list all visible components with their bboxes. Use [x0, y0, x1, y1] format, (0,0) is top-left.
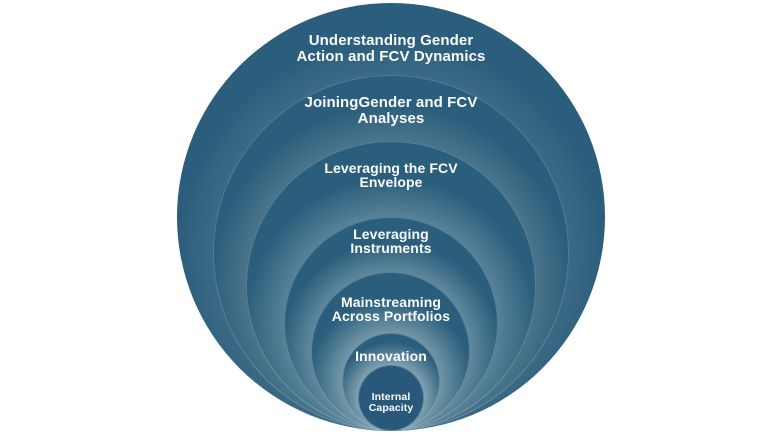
label-joining-gender-fcv-analyses: JoiningGender and FCV Analyses — [304, 94, 478, 127]
label-understanding-gender-action-fcv-dynamics: Understanding Gender Action and FCV Dyna… — [296, 32, 486, 65]
label-internal-capacity: Internal Capacity — [368, 391, 414, 414]
label-mainstreaming-across-portfolios: Mainstreaming Across Portfolios — [331, 294, 451, 324]
label-leveraging-fcv-envelope: Leveraging the FCV Envelope — [324, 160, 458, 190]
label-innovation: Innovation — [355, 348, 427, 364]
circle-internal-capacity — [358, 365, 424, 431]
label-leveraging-instruments: Leveraging Instruments — [350, 226, 432, 256]
